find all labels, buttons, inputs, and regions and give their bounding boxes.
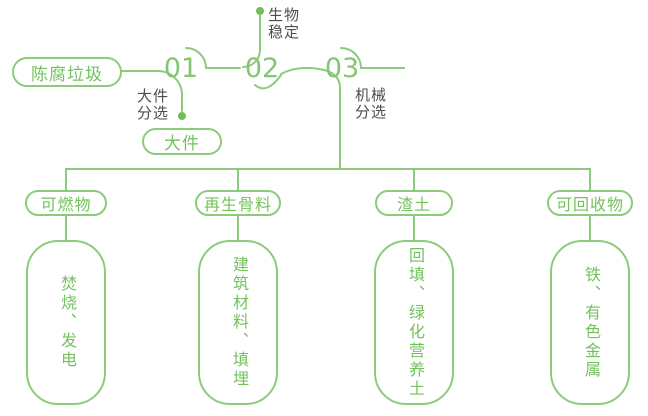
use-box-incineration: 焚烧、发电 <box>26 240 106 405</box>
use-text: 建筑材料、填埋 <box>230 256 247 389</box>
arc-02-top <box>242 49 261 68</box>
bulky-output-node: 大件 <box>142 128 222 155</box>
stage-01-number: 01 <box>163 53 199 84</box>
stage-03-label: 机械 分选 <box>355 87 388 121</box>
bulky-output-label: 大件 <box>164 134 200 153</box>
stage-02-label: 生物 稳定 <box>268 7 301 41</box>
stage-03-number: 03 <box>324 53 360 84</box>
category-node-combustible: 可燃物 <box>25 190 107 216</box>
arc-02-bottom <box>254 74 282 90</box>
line-02-to-03-drop <box>280 66 341 170</box>
use-box-backfill-soil: 回填、绿化营养土 <box>374 240 454 405</box>
source-node: 陈腐垃圾 <box>12 57 122 87</box>
category-label: 可回收物 <box>555 197 624 214</box>
line-03-tail <box>340 47 405 69</box>
category-label: 再生骨料 <box>203 197 272 214</box>
stage-02-number: 02 <box>244 53 280 84</box>
use-box-construction-landfill: 建筑材料、填埋 <box>198 240 278 405</box>
category-node-recycled-aggregate: 再生骨料 <box>195 190 281 216</box>
branch-dot-bio <box>256 7 264 15</box>
source-label: 陈腐垃圾 <box>31 64 103 84</box>
category-label: 渣土 <box>396 197 431 214</box>
stage-01-label: 大件 分选 <box>137 88 170 122</box>
use-box-metals: 铁、有色金属 <box>550 240 630 405</box>
branch-dot-bulky <box>178 112 186 120</box>
use-text: 回填、绿化营养土 <box>406 246 423 399</box>
category-node-recyclables: 可回收物 <box>547 190 633 216</box>
line-01-to-02 <box>185 47 241 69</box>
use-text: 焚烧、发电 <box>58 275 75 370</box>
distribution-bus <box>65 168 591 192</box>
branch-line-01-bulky <box>157 70 183 112</box>
category-label: 可燃物 <box>40 197 92 214</box>
category-node-muck: 渣土 <box>375 190 453 216</box>
use-text: 铁、有色金属 <box>582 265 599 380</box>
